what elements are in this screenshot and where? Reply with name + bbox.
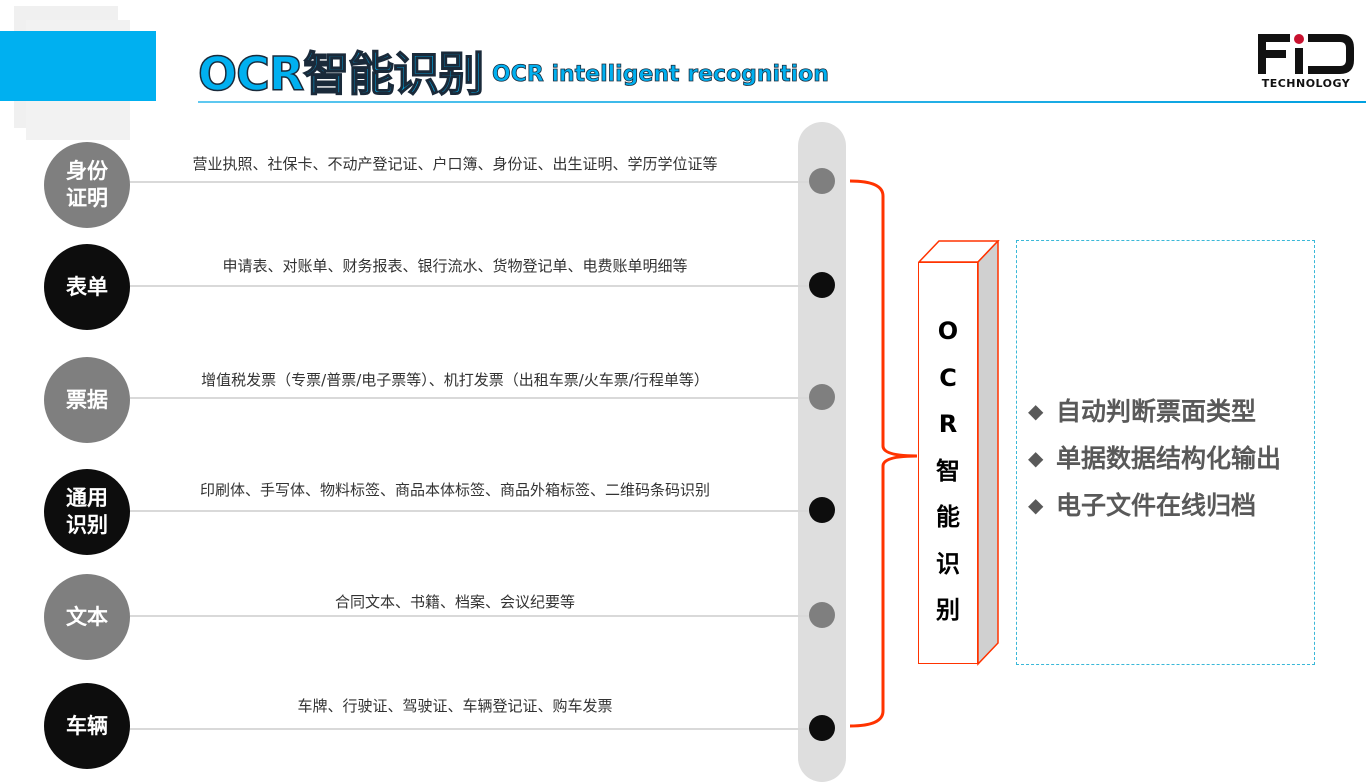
brace-connector: [849, 179, 918, 728]
features-list: ◆ 自动判断票面类型 ◆ 单据数据结构化输出 ◆ 电子文件在线归档: [1028, 388, 1281, 529]
feature-text: 单据数据结构化输出: [1056, 444, 1282, 473]
ocr-box-front: [918, 262, 978, 664]
category-description: 车牌、行驶证、驾驶证、车辆登记证、购车发票: [297, 697, 613, 715]
feature-text: 电子文件在线归档: [1056, 491, 1257, 520]
category-circle: 身份证明: [44, 142, 130, 228]
ocr-char: 识: [936, 549, 960, 578]
connector-line: [130, 397, 810, 399]
features-panel: [1016, 240, 1315, 665]
connector-line: [130, 510, 810, 512]
title-underline: [198, 101, 1366, 103]
category-description: 增值税发票（专票/普票/电子票等）、机打发票（出租车票/火车票/行程单等）: [201, 371, 709, 389]
feature-item: ◆ 电子文件在线归档: [1028, 482, 1281, 529]
connector-line: [130, 615, 810, 617]
ocr-char: R: [938, 410, 958, 438]
timeline-pillar: [798, 122, 846, 782]
timeline-dot: [809, 715, 835, 741]
ocr-char: O: [937, 317, 959, 345]
title-accent-bar: [0, 31, 156, 101]
ocr-char: 智: [936, 456, 960, 485]
timeline-dot: [809, 168, 835, 194]
connector-line: [130, 285, 810, 287]
category-circle: 票据: [44, 357, 130, 443]
category-label-line: 身份: [66, 159, 108, 183]
category-label-line: 识别: [66, 513, 108, 537]
timeline-dot: [809, 602, 835, 628]
category-circle: 车辆: [44, 683, 130, 769]
logo-text: TECHNOLOGY: [1261, 77, 1351, 90]
company-logo: [1258, 34, 1354, 74]
category-description: 申请表、对账单、财务报表、银行流水、货物登记单、电费账单明细等: [222, 257, 688, 275]
feature-item: ◆ 单据数据结构化输出: [1028, 435, 1281, 482]
feature-item: ◆ 自动判断票面类型: [1028, 388, 1281, 435]
ocr-vertical-label: O C R 智 能 识 别: [918, 308, 978, 634]
category-circle: 通用识别: [44, 469, 130, 555]
diamond-bullet-icon: ◆: [1028, 399, 1044, 423]
category-label-line: 票据: [66, 387, 108, 412]
category-label-line: 车辆: [66, 713, 108, 738]
category-description: 营业执照、社保卡、不动产登记证、户口簿、身份证、出生证明、学历学位证等: [192, 155, 718, 173]
ocr-char: 别: [936, 596, 960, 624]
timeline-dot: [809, 497, 835, 523]
ocr-char: C: [939, 363, 957, 392]
timeline-dot: [809, 272, 835, 298]
page-title: OCR智能识别: [197, 46, 485, 102]
category-circle: 文本: [44, 574, 130, 660]
category-description: 印刷体、手写体、物料标签、商品本体标签、商品外箱标签、二维码条码识别: [199, 481, 710, 499]
category-circle: 表单: [44, 244, 130, 330]
diamond-bullet-icon: ◆: [1028, 446, 1044, 470]
category-label-line: 通用: [66, 486, 108, 510]
timeline-dot: [809, 384, 835, 410]
connector-line: [130, 181, 810, 183]
ocr-char: 能: [936, 503, 960, 531]
page-subtitle: OCR intelligent recognition: [492, 62, 830, 88]
category-label-line: 表单: [66, 274, 108, 299]
feature-text: 自动判断票面类型: [1056, 397, 1257, 426]
category-label-line: 证明: [66, 186, 108, 210]
category-description: 合同文本、书籍、档案、会议纪要等: [334, 593, 575, 611]
diamond-bullet-icon: ◆: [1028, 493, 1044, 517]
connector-line: [130, 728, 810, 730]
category-label-line: 文本: [66, 604, 108, 629]
